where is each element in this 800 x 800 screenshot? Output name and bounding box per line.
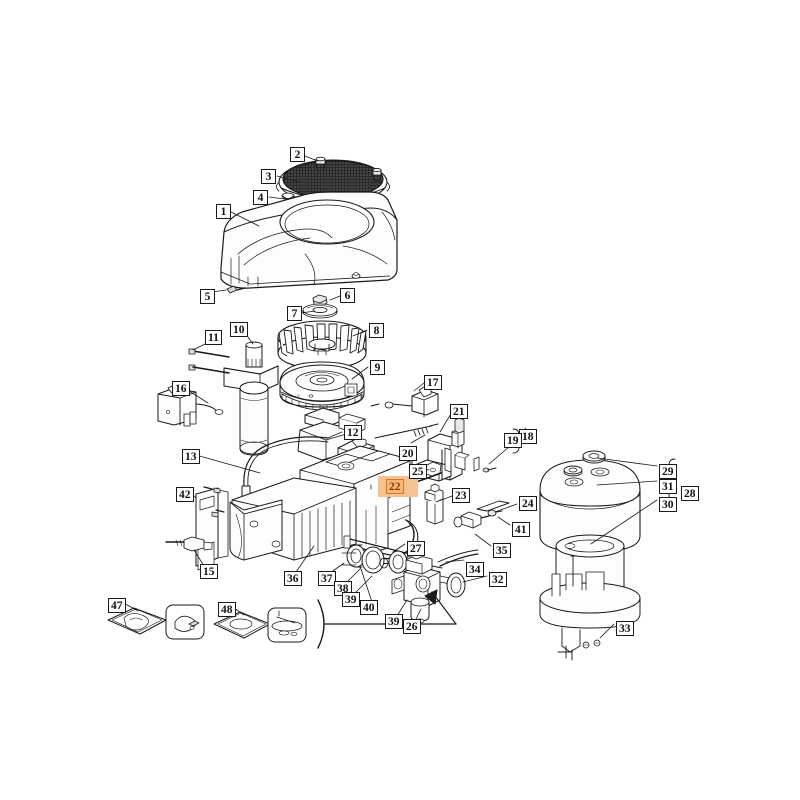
callout-13[interactable]: 13 <box>182 449 200 464</box>
part-32-gasket <box>446 572 466 598</box>
part-19-screws <box>473 456 497 473</box>
part-10-starter-motor <box>223 341 279 456</box>
callout-2[interactable]: 2 <box>290 147 305 162</box>
callout-37[interactable]: 37 <box>318 571 336 586</box>
callout-20[interactable]: 20 <box>399 446 417 461</box>
part-2-screw <box>315 156 326 171</box>
callout-24[interactable]: 24 <box>519 496 537 511</box>
callout-17[interactable]: 17 <box>424 375 442 390</box>
callout-5[interactable]: 5 <box>200 289 215 304</box>
callout-31[interactable]: 31 <box>659 479 677 494</box>
callout-21[interactable]: 21 <box>450 404 468 419</box>
part-8-flywheel-fan <box>277 320 367 370</box>
part-30-base-plate <box>539 555 641 629</box>
callout-23[interactable]: 23 <box>452 488 470 503</box>
callout-27[interactable]: 27 <box>407 541 425 556</box>
callout-48[interactable]: 48 <box>218 602 236 617</box>
part-3-debris-screen <box>276 159 390 204</box>
callout-7[interactable]: 7 <box>287 306 302 321</box>
callout-29[interactable]: 29 <box>659 464 677 479</box>
part-17-control-bracket <box>370 386 439 418</box>
part-47-gasket-kit <box>107 604 205 640</box>
part-37-38-39-40-intake-gaskets <box>341 544 408 574</box>
callout-18[interactable]: 18 <box>519 429 537 444</box>
callout-12[interactable]: 12 <box>344 425 362 440</box>
callout-30[interactable]: 30 <box>659 497 677 512</box>
callout-6[interactable]: 6 <box>340 288 355 303</box>
callout-11[interactable]: 11 <box>205 330 222 345</box>
callout-22[interactable]: 22 <box>386 479 404 494</box>
callout-40[interactable]: 40 <box>360 600 378 615</box>
part-20-spring-rod <box>374 423 439 439</box>
callout-3[interactable]: 3 <box>261 169 276 184</box>
part-24-gasket-strip <box>476 500 510 512</box>
part-7-starter-pulley <box>302 303 338 319</box>
callout-42[interactable]: 42 <box>176 487 194 502</box>
part-5-bolt <box>226 285 246 294</box>
callout-16[interactable]: 16 <box>172 381 190 396</box>
callout-35[interactable]: 35 <box>493 543 511 558</box>
part-33-screws <box>582 639 601 649</box>
part-26-carburettor <box>391 549 451 624</box>
part-16-ignition-module <box>157 384 224 427</box>
part-34-fuel-pipe <box>437 549 479 567</box>
callout-34[interactable]: 34 <box>466 562 484 577</box>
callout-25[interactable]: 25 <box>409 464 427 479</box>
callout-33[interactable]: 33 <box>616 621 634 636</box>
part-41-clip <box>487 509 503 517</box>
callout-26[interactable]: 26 <box>403 619 421 634</box>
callout-39[interactable]: 39 <box>385 614 403 629</box>
leader-lines <box>119 154 676 639</box>
callout-9[interactable]: 9 <box>370 360 385 375</box>
callout-15[interactable]: 15 <box>200 564 218 579</box>
part-23-tube <box>424 483 444 525</box>
callout-8[interactable]: 8 <box>369 323 384 338</box>
part-48-gasket-kit <box>213 607 307 643</box>
part-2-screw-right <box>372 167 382 182</box>
part-15-bolt <box>165 536 213 552</box>
callout-10[interactable]: 10 <box>230 322 248 337</box>
callout-32[interactable]: 32 <box>489 572 507 587</box>
callout-19[interactable]: 19 <box>504 433 522 448</box>
callout-28[interactable]: 28 <box>681 486 699 501</box>
callout-4[interactable]: 4 <box>253 190 268 205</box>
part-42-bracket <box>195 486 229 571</box>
callout-36[interactable]: 36 <box>284 571 302 586</box>
part-1-blower-housing <box>220 191 398 289</box>
part-35-fuel-filter <box>453 511 490 529</box>
callout-47[interactable]: 47 <box>108 598 126 613</box>
part-11-bolts <box>188 348 230 374</box>
part-25-plate <box>423 461 442 477</box>
svg-text:S: S <box>297 395 300 400</box>
callout-39[interactable]: 39 <box>342 592 360 607</box>
part-9-flywheel: S <box>279 361 365 411</box>
callout-41[interactable]: 41 <box>512 522 530 537</box>
callout-1[interactable]: 1 <box>216 204 231 219</box>
engine-block <box>229 445 417 563</box>
